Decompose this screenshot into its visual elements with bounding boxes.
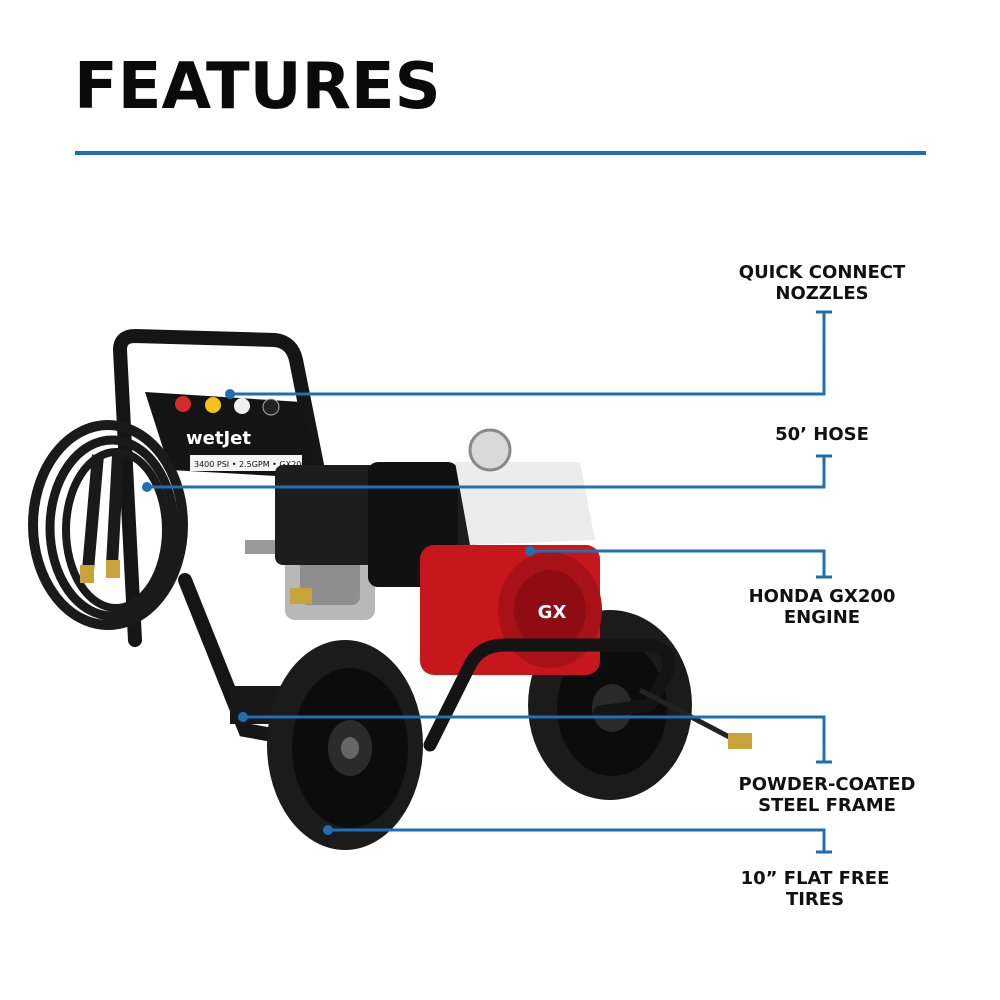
callout-dots <box>142 389 535 835</box>
callout-nozzles-line <box>230 312 826 396</box>
spec-line: 3400 PSI • 2.5GPM • GX200 <box>194 460 306 469</box>
front-tire <box>267 640 423 850</box>
feature-label-engine: HONDA GX200 ENGINE <box>748 586 896 628</box>
callout-hose-line <box>147 456 826 489</box>
engine-badge: GX <box>538 602 567 623</box>
callout-lines <box>147 310 832 854</box>
control-panel: wetJet 3400 PSI • 2.5GPM • GX200 <box>145 392 312 478</box>
front-frame <box>423 638 752 752</box>
callout-tires-line <box>328 828 826 852</box>
callout-frame-line <box>243 715 826 762</box>
page-title: FEATURES <box>74 50 441 124</box>
hose-coil <box>28 420 188 630</box>
feature-label-hose: 50’ HOSE <box>775 424 869 445</box>
feature-label-frame: POWDER-COATED STEEL FRAME <box>738 774 916 816</box>
title-divider <box>75 151 926 155</box>
feature-label-nozzles: QUICK CONNECT NOZZLES <box>738 262 906 304</box>
feature-label-tires: 10” FLAT FREE TIRES <box>740 868 890 910</box>
brand-logo: wetJet <box>186 428 251 449</box>
callout-engine-line <box>530 549 826 577</box>
